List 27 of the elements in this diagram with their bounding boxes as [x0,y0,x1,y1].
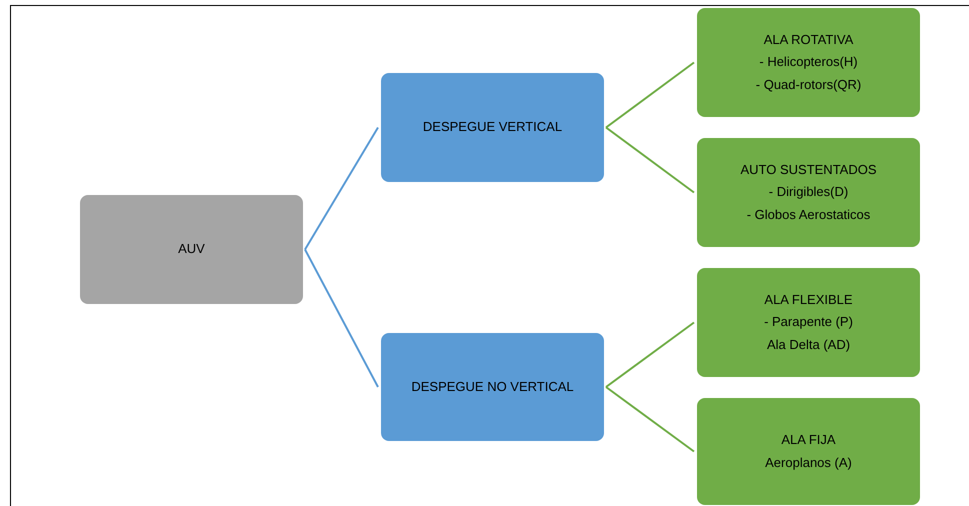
node-text: DESPEGUE VERTICAL [422,119,562,136]
node-text: - Quad-rotors(QR) [756,76,862,93]
type-box [697,398,920,505]
connector-line [304,126,379,250]
node-text: AUTO SUSTENTADOS [740,162,877,178]
node-text: AUV [178,241,205,258]
node-text: ALA FLEXIBLE [764,292,853,308]
node-text: - Dirigibles(D) [768,184,848,201]
category-box [381,333,604,441]
node-text: Ala Delta (AD) [766,336,850,353]
node-text: - Globos Aerostaticos [746,206,870,223]
node-text: - Parapente (P) [764,314,853,331]
node-text: - Helicopteros(H) [759,54,858,71]
connector-line [605,62,695,128]
connector-line [605,126,695,194]
type-box [697,268,920,377]
type-box [697,138,920,247]
root-box [80,195,303,304]
node-text: ALA FIJA [781,432,836,448]
connector-line [605,386,695,452]
connector-line [304,249,379,388]
node-text: DESPEGUE NO VERTICAL [411,378,574,396]
type-box [697,8,920,117]
node-text: Aeroplanos (A) [765,454,852,471]
node-text: ALA ROTATIVA [764,32,854,48]
category-box [381,73,604,182]
connector-line [605,322,695,388]
